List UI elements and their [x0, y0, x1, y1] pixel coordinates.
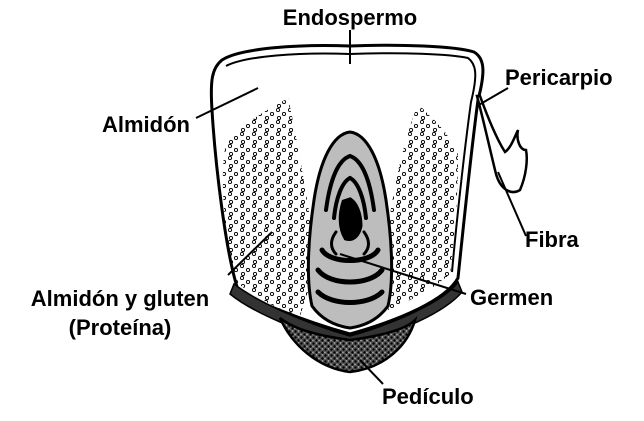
label-fibra: Fibra [525, 227, 580, 252]
fiber-tip [477, 96, 527, 192]
label-pediculo: Pedículo [382, 384, 474, 409]
label-proteina: (Proteína) [69, 315, 172, 340]
label-almidon: Almidón [102, 112, 190, 137]
label-germen: Germen [470, 285, 553, 310]
label-endospermo: Endospermo [283, 5, 417, 30]
label-pericarpio: Pericarpio [505, 65, 613, 90]
label-almidon-gluten: Almidón y gluten [31, 286, 209, 311]
